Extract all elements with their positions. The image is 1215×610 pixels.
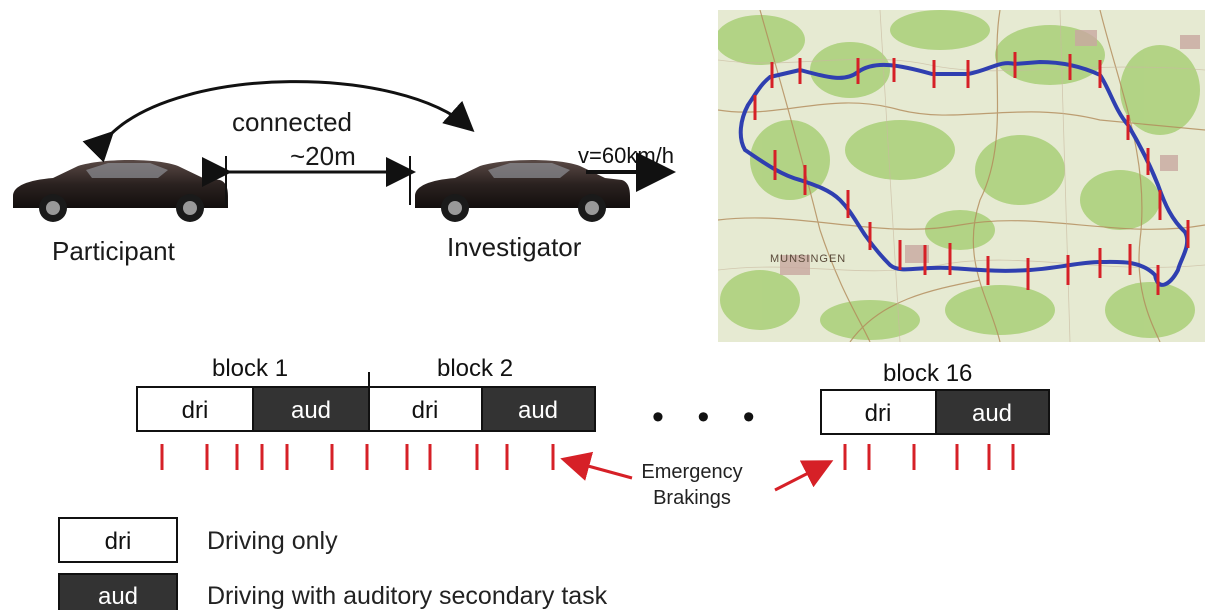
legend-aud: aud Driving with auditory secondary task (58, 573, 608, 610)
block-2: block 2 dri aud (368, 355, 596, 432)
legend-aud-key: aud (98, 583, 138, 610)
block-1-aud-segment (252, 386, 370, 432)
block-16-aud-segment (935, 389, 1050, 435)
block-2-label: block 2 (437, 355, 513, 382)
investigator-label: Investigator (447, 232, 582, 262)
annotation-arrow-right (774, 460, 834, 492)
distance-label: ~20m (290, 141, 356, 171)
legend-dri-text: Driving only (207, 527, 338, 555)
ellipsis: • • • (652, 398, 767, 436)
annotation-arrow-left (560, 451, 633, 481)
svg-text:MUNSINGEN: MUNSINGEN (770, 253, 846, 265)
connected-label: connected (232, 107, 352, 137)
block-2-aud-segment (481, 386, 596, 432)
participant-car-icon (13, 160, 228, 222)
speed-label: v=60km/h (578, 143, 674, 168)
legend-aud-text: Driving with auditory secondary task (207, 582, 608, 610)
block-16-aud-text: aud (972, 400, 1012, 427)
block-1-dri-segment (136, 386, 254, 432)
legend-dri-key: dri (105, 528, 132, 555)
annotation-line1: Emergency (641, 461, 742, 483)
block-1-label: block 1 (212, 355, 288, 382)
block-1-aud-text: aud (291, 397, 331, 424)
legend-aud-swatch (58, 573, 178, 610)
map-braking-markers (753, 52, 1190, 295)
annotation-line2: Brakings (653, 487, 731, 509)
block-16-dri-text: dri (865, 400, 892, 427)
block-16-dri-segment (820, 389, 937, 435)
investigator-car-icon (415, 160, 630, 222)
block-2-aud-text: aud (518, 397, 558, 424)
block-16-label: block 16 (883, 360, 972, 387)
route-map: MUNSINGEN (718, 10, 1205, 342)
connected-arc (82, 80, 475, 163)
legend-dri-swatch (58, 517, 178, 563)
block-1: block 1 dri aud (136, 355, 370, 432)
block-16: block 16 dri aud (820, 360, 1050, 435)
participant-label: Participant (52, 236, 176, 266)
block-1-dri-text: dri (182, 397, 209, 424)
braking-tick-marks (160, 444, 1015, 470)
block-2-dri-text: dri (412, 397, 439, 424)
legend-dri: dri Driving only (58, 517, 338, 563)
